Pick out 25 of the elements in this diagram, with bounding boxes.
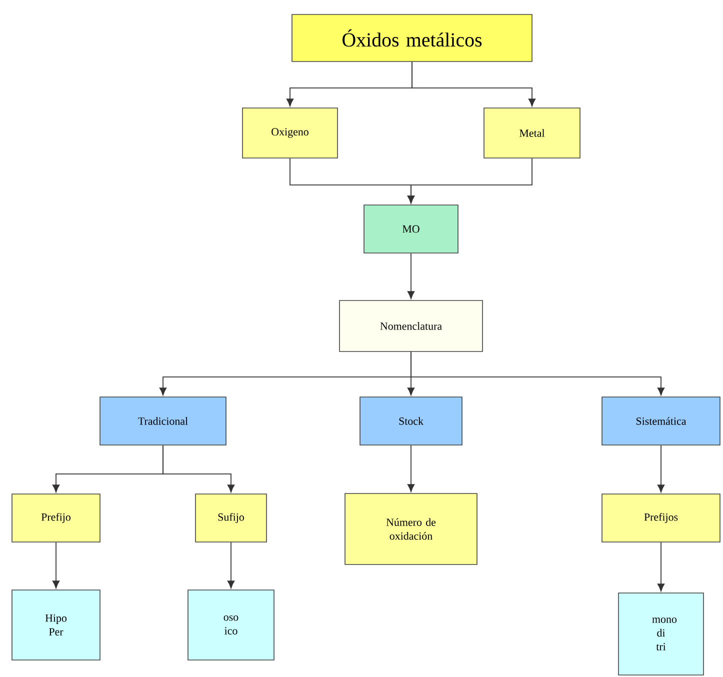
concept-box: Sufijo <box>195 494 267 542</box>
category-box: Stock <box>360 396 462 446</box>
arrow <box>162 444 235 492</box>
category-box: Sistemática <box>602 396 720 446</box>
arrow <box>407 444 415 492</box>
concept-box: Metal <box>484 108 580 158</box>
arrow <box>407 252 415 299</box>
example-box: oso ico <box>188 590 274 660</box>
concept-box: Oxigeno <box>242 108 338 158</box>
concept-box: Nomenclatura <box>339 300 483 352</box>
arrow <box>657 542 665 592</box>
title-box: Óxidos metálicos <box>292 14 532 62</box>
arrow <box>52 542 60 588</box>
example-box: Hipo Per <box>12 590 100 660</box>
concept-box: Prefijos <box>602 494 720 542</box>
arrow <box>407 158 532 204</box>
arrow <box>227 542 235 588</box>
concept-box: Número de oxidación <box>344 493 478 565</box>
concept-box: MO <box>364 204 458 254</box>
category-box: Tradicional <box>100 396 226 446</box>
example-box: mono di tri <box>618 592 704 676</box>
concept-box: Prefijo <box>12 494 100 542</box>
arrow <box>410 351 665 396</box>
arrow <box>412 61 536 106</box>
arrow <box>657 444 665 492</box>
